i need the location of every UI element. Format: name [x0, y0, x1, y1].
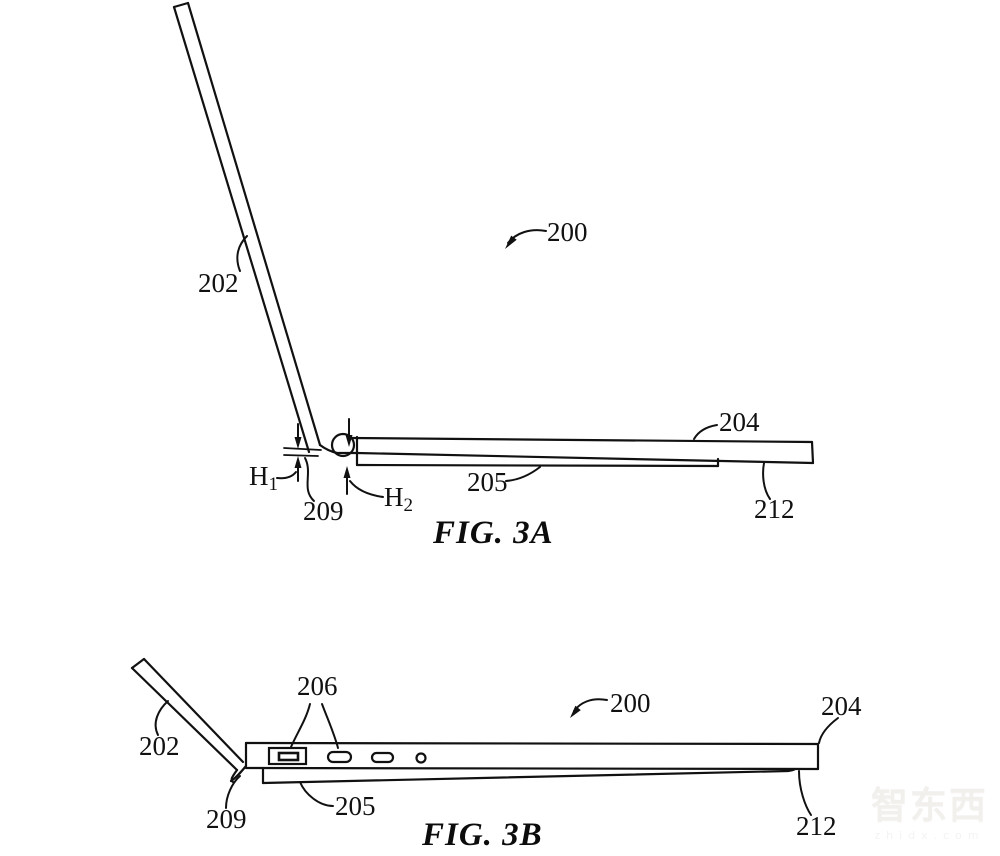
ref-label-device-fig3b: 200: [610, 690, 651, 717]
audio-jack-icon: [417, 754, 426, 763]
fig3a-drawing: [174, 3, 813, 501]
ref-label-h1-fig3a: H1: [249, 463, 278, 494]
h2-subscript: 2: [404, 495, 414, 516]
fig3b-leader-lines: [156, 699, 838, 815]
fig3b-caption: FIG. 3B: [422, 817, 543, 854]
ref-label-top-case-fig3a: 204: [719, 409, 760, 436]
ref-label-ports-fig3b: 206: [297, 673, 338, 700]
fig3b-ports: [269, 748, 426, 764]
ref-label-lid-fig3a: 202: [198, 270, 239, 297]
card-slot-port-icon: [269, 748, 306, 764]
ref-label-bottom-case-fig3b: 205: [335, 793, 376, 820]
ref-label-bottom-case-fig3a: 205: [467, 469, 508, 496]
fig3b-bottom-case-outline: [263, 768, 795, 783]
fig3b-base-outline: [231, 743, 818, 781]
watermark-url-text: zhidx.com: [871, 829, 988, 842]
ref-label-h2-fig3a: H2: [384, 484, 413, 515]
fig3a-lid-outline: [174, 3, 357, 453]
fig3a-base-outline: [352, 437, 813, 465]
ref-label-lid-fig3b: 202: [139, 733, 180, 760]
watermark-logo-text: 智东西: [871, 786, 988, 827]
ref-label-edge-fig3b: 212: [796, 813, 837, 840]
usb-c-port-icon: [372, 753, 393, 762]
card-slot-inner-icon: [279, 753, 298, 760]
fig3a-caption: FIG. 3A: [433, 515, 554, 552]
fig3b-drawing: [132, 659, 838, 815]
h1-base: H: [249, 461, 269, 491]
ref-label-edge-fig3a: 212: [754, 496, 795, 523]
fig3b-lid-outline: [132, 659, 243, 782]
watermark: 智东西 zhidx.com: [871, 786, 988, 842]
fig3a-gap-lines: [284, 448, 321, 456]
ref-label-top-case-fig3b: 204: [821, 693, 862, 720]
usb-c-port-icon: [328, 752, 351, 762]
h1-subscript: 1: [269, 474, 279, 495]
ref-label-device-fig3a: 200: [547, 219, 588, 246]
ref-label-hinge-fig3b: 209: [206, 806, 247, 833]
ref-label-hinge-fig3a: 209: [303, 498, 344, 525]
h2-base: H: [384, 482, 404, 512]
